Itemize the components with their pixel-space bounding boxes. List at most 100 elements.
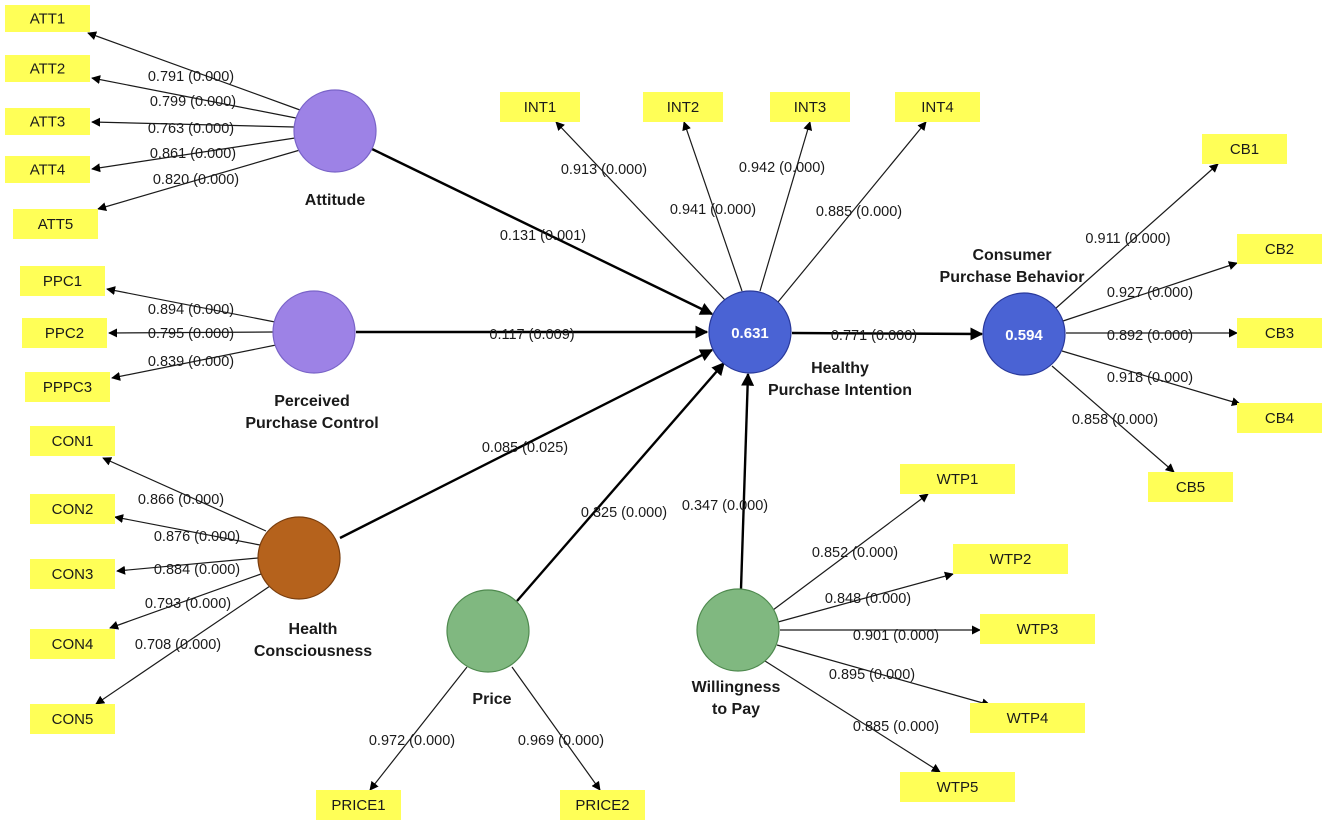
indicator-box-cb1[interactable] (1202, 134, 1287, 164)
path-coefficient-label: 0.117 (0.009) (489, 327, 574, 343)
indicator-box-price1[interactable] (316, 790, 401, 820)
construct-label-wtp: to Pay (712, 701, 760, 718)
loading-arrow-price1 (369, 666, 468, 791)
indicator-box-int2[interactable] (643, 92, 723, 122)
loading-arrow-price2 (511, 666, 601, 791)
indicator-box-int4[interactable] (895, 92, 980, 122)
indicator-label: PRICE1 (331, 797, 385, 814)
indicator-box-wtp5[interactable] (900, 772, 1015, 802)
loading-arrow-wtp4 (776, 644, 991, 708)
loading-value-label: 0.839 (0.000) (148, 354, 234, 370)
loading-value-label: 0.885 (0.000) (816, 204, 902, 220)
indicator-box-wtp1[interactable] (900, 464, 1015, 494)
construct-node-cpb[interactable] (982, 292, 1066, 376)
loading-value-label: 0.913 (0.000) (561, 162, 647, 178)
indicator-box-cb5[interactable] (1148, 472, 1233, 502)
indicator-box-cb4[interactable] (1237, 403, 1322, 433)
indicator-box-con5[interactable] (30, 704, 115, 734)
loading-arrow-wtp5 (764, 660, 941, 773)
indicator-box-int1[interactable] (500, 92, 580, 122)
indicator-box-cb3[interactable] (1237, 318, 1322, 348)
loading-value-label: 0.848 (0.000) (825, 591, 911, 607)
loading-value-label: 0.894 (0.000) (148, 302, 234, 318)
construct-node-hc[interactable] (257, 516, 341, 600)
indicator-box-wtp2[interactable] (953, 544, 1068, 574)
path-coefficient-label: 0.131 (0.001) (500, 228, 586, 244)
path-coefficient-label: 0.347 (0.000) (682, 498, 768, 514)
indicator-label: INT4 (921, 99, 954, 116)
indicator-label: PRICE2 (575, 797, 629, 814)
indicator-label: CB3 (1265, 325, 1294, 342)
indicator-box-att5[interactable] (13, 209, 98, 239)
loading-arrow-att5 (97, 149, 301, 212)
indicator-box-att3[interactable] (5, 108, 90, 135)
indicator-box-con4[interactable] (30, 629, 115, 659)
indicator-box-wtp4[interactable] (970, 703, 1085, 733)
r-squared-value: 0.594 (1005, 327, 1043, 344)
indicator-box-con1[interactable] (30, 426, 115, 456)
indicator-box-price2[interactable] (560, 790, 645, 820)
indicator-box-att4[interactable] (5, 156, 90, 183)
loading-arrow-con1 (102, 457, 267, 532)
loading-value-label: 0.918 (0.000) (1107, 370, 1193, 386)
path-arrow-price-to-hpi (516, 362, 725, 602)
construct-label-ppc: Purchase Control (245, 415, 378, 432)
loading-arrow-cb1 (1054, 163, 1219, 310)
indicator-box-cb2[interactable] (1237, 234, 1322, 264)
loading-value-label: 0.927 (0.000) (1107, 285, 1193, 301)
loading-value-label: 0.895 (0.000) (829, 667, 915, 683)
indicator-box-att1[interactable] (5, 5, 90, 32)
loading-value-label: 0.911 (0.000) (1085, 231, 1170, 247)
indicator-label: CB2 (1265, 241, 1294, 258)
indicator-box-con3[interactable] (30, 559, 115, 589)
indicator-box-ppc1[interactable] (20, 266, 105, 296)
loading-value-label: 0.791 (0.000) (148, 69, 234, 85)
construct-node-att[interactable] (293, 89, 377, 173)
path-arrow-att-to-hpi (371, 147, 714, 316)
loading-value-label: 0.941 (0.000) (670, 202, 756, 218)
loading-value-label: 0.795 (0.000) (148, 326, 234, 342)
construct-label-wtp: Willingness (692, 679, 781, 696)
indicator-label: ATT1 (30, 11, 66, 28)
indicator-box-con2[interactable] (30, 494, 115, 524)
path-coefficient-label: 0.325 (0.000) (581, 505, 667, 521)
indicator-box-int3[interactable] (770, 92, 850, 122)
construct-node-price[interactable] (446, 589, 530, 673)
indicator-label: ATT2 (30, 61, 66, 78)
loading-arrow-wtp1 (772, 493, 929, 611)
r-squared-value: 0.631 (731, 325, 769, 342)
loading-value-label: 0.861 (0.000) (150, 146, 236, 162)
indicator-box-ppc2[interactable] (22, 318, 107, 348)
loading-arrow-int2 (682, 121, 743, 292)
indicator-label: PPC2 (45, 325, 84, 342)
indicator-label: WTP2 (990, 551, 1032, 568)
loading-arrow-con5 (95, 585, 271, 705)
construct-node-hpi[interactable] (708, 290, 792, 374)
indicator-label: CON5 (52, 711, 94, 728)
loading-arrow-att2 (91, 75, 297, 119)
loading-value-label: 0.799 (0.000) (150, 94, 236, 110)
construct-node-ppc[interactable] (272, 290, 356, 374)
loading-value-label: 0.858 (0.000) (1072, 412, 1158, 428)
indicator-label: INT1 (524, 99, 557, 116)
construct-node-wtp[interactable] (696, 588, 780, 672)
indicator-label: CON2 (52, 501, 94, 518)
indicator-box-att2[interactable] (5, 55, 90, 82)
loading-arrow-cb4 (1061, 350, 1241, 407)
loading-arrow-int4 (777, 121, 927, 303)
loading-value-label: 0.892 (0.000) (1107, 328, 1193, 344)
path-arrow-hpi-to-cpb (791, 327, 984, 341)
construct-label-att: Attitude (305, 192, 366, 209)
path-coefficient-label: 0.085 (0.025) (482, 440, 568, 456)
loading-value-label: 0.972 (0.000) (369, 733, 455, 749)
indicator-label: ATT5 (38, 216, 74, 233)
loading-arrow-att3 (91, 117, 295, 128)
loading-arrow-con3 (116, 557, 259, 575)
indicator-label: PPC1 (43, 273, 82, 290)
loading-arrow-con2 (114, 514, 261, 546)
loading-arrow-pppc3 (111, 344, 277, 381)
indicator-box-pppc3[interactable] (25, 372, 110, 402)
loading-arrow-att1 (87, 31, 301, 111)
indicator-box-wtp3[interactable] (980, 614, 1095, 644)
